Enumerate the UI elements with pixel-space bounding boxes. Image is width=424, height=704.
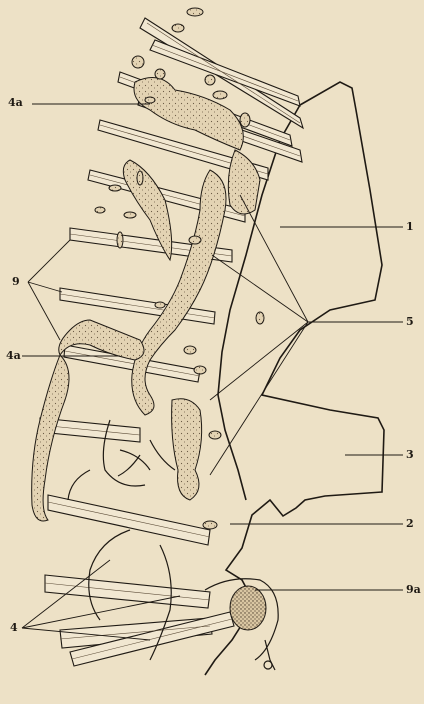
- label-1: 1: [406, 221, 414, 233]
- label-4a-mid: 4a: [6, 350, 21, 362]
- label-2: 2: [406, 518, 414, 530]
- label-5: 5: [406, 316, 414, 328]
- label-4a-top: 4a: [8, 97, 23, 109]
- label-3: 3: [406, 449, 414, 461]
- label-9: 9: [12, 276, 20, 288]
- label-4: 4: [10, 622, 18, 634]
- ganglion-chain: [32, 8, 264, 529]
- label-9a: 9a: [406, 584, 421, 596]
- plexus-9a: [230, 586, 266, 630]
